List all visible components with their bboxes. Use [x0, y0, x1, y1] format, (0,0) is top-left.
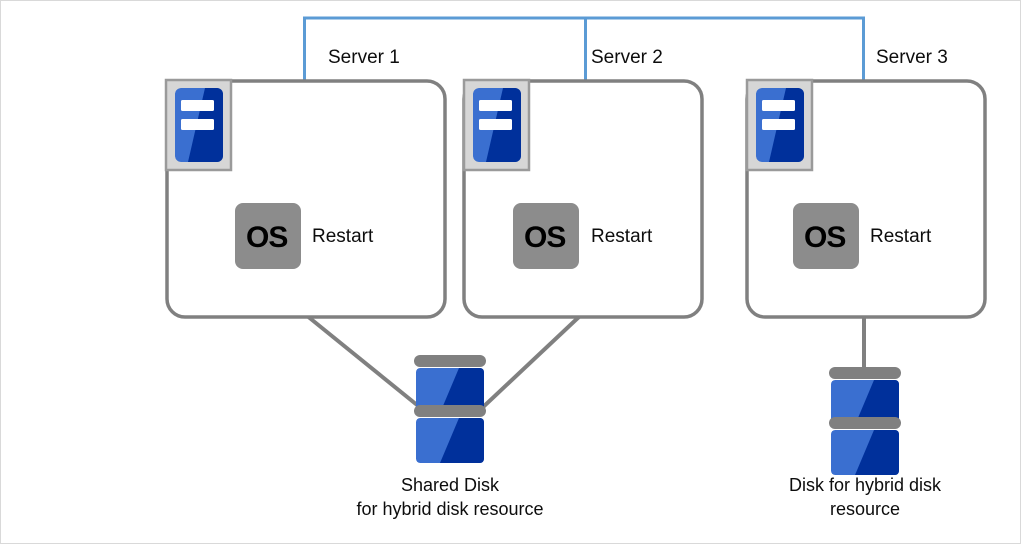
server-icon-3 — [745, 78, 814, 172]
server-group-bracket — [303, 16, 865, 80]
disk-stack-icon-shared[interactable] — [414, 355, 486, 463]
os-badge-label-3: OS — [804, 221, 846, 254]
os-badge-1 — [235, 203, 301, 269]
disk-connectors — [304, 313, 866, 411]
restart-status-1: Restart — [312, 226, 374, 247]
shared-disk-caption: Shared Disk for hybrid disk resource — [356, 475, 544, 520]
server-label-3: Server 3 — [876, 47, 948, 68]
server-label-1: Server 1 — [328, 47, 400, 68]
restart-status-3: Restart — [870, 226, 932, 247]
restart-status-2: Restart — [591, 226, 653, 247]
server-icon-2 — [462, 78, 531, 172]
server-icon-1 — [164, 78, 233, 172]
hybrid-disk-caption: Disk for hybrid disk resource — [788, 475, 942, 520]
disk-stack-icon-hybrid[interactable] — [829, 367, 901, 475]
os-badge-label-2: OS — [524, 221, 566, 254]
os-badge-label-1: OS — [246, 221, 288, 254]
server-label-2: Server 2 — [591, 47, 663, 68]
os-badge-3 — [793, 203, 859, 269]
os-badge-2 — [513, 203, 579, 269]
